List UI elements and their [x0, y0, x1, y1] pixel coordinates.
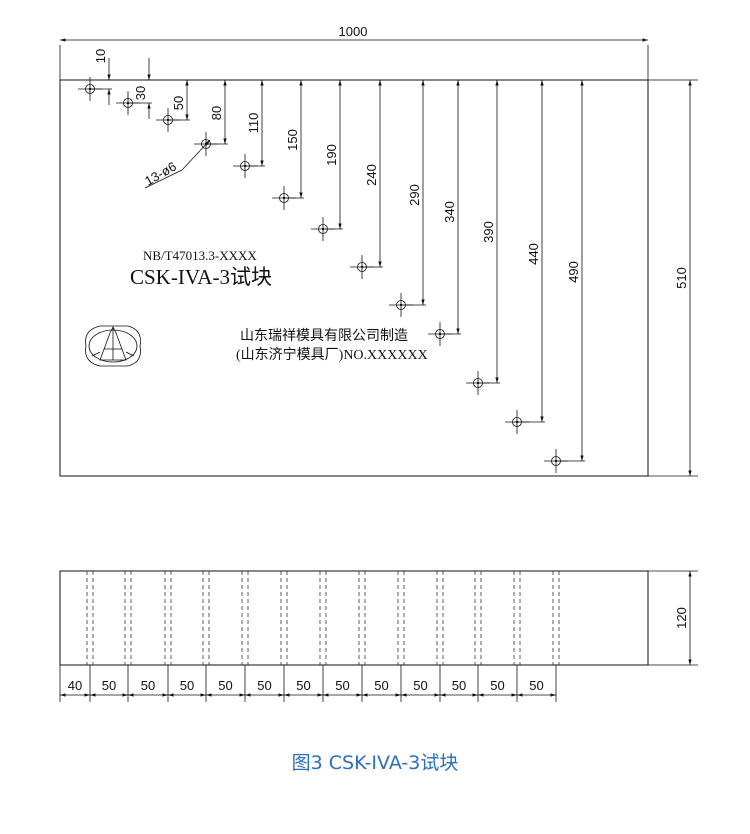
hole-dim-label-190: 190: [324, 144, 339, 166]
hole-240: [350, 255, 374, 279]
hole-dim-label-50: 50: [171, 96, 186, 110]
hole-110: [233, 154, 257, 178]
hole-spacing-dimensions: 40 50 50 50 50 50 50 50 50 50 50 50 50: [59, 665, 557, 702]
hole-depth-dimensions: 10 30 50 80 110 150 190 240 290 340 390 440 490: [90, 49, 585, 462]
spacing-dim-label-6: 50: [296, 678, 310, 693]
block-outline: [59, 79, 649, 477]
hole-390: [466, 371, 490, 395]
hole-dim-label-30: 30: [133, 86, 148, 100]
manufacturer-detail: (山东济宁模具厂)NO.XXXXXX: [236, 346, 428, 363]
hole-150: [272, 186, 296, 210]
figure-caption: 图3 CSK-IVA-3试块: [291, 752, 459, 774]
hole-dim-label-440: 440: [526, 243, 541, 265]
spacing-dim-label-12: 50: [529, 678, 543, 693]
hole-dim-label-340: 340: [442, 201, 457, 223]
hole-dim-label-390: 390: [481, 221, 496, 243]
hole-dim-label-490: 490: [566, 261, 581, 283]
hole-dim-label-110: 110: [246, 113, 261, 134]
spacing-dim-label-7: 50: [335, 678, 349, 693]
hole-10: [78, 77, 102, 101]
hole-340: [428, 322, 452, 346]
spacing-dim-label-10: 50: [452, 678, 466, 693]
hole-290: [389, 293, 413, 317]
width-dim-label: 1000: [339, 24, 368, 39]
top-view: 1000 510 10 30 50 80 110 150 190 240 290 340 390 44…: [59, 24, 698, 477]
thickness-dim-label: 120: [674, 607, 689, 629]
hole-dim-label-290: 290: [407, 184, 422, 206]
hole-30: [116, 91, 140, 115]
spacing-dim-label-3: 50: [180, 678, 194, 693]
manufacturer-name: 山东瑞祥模具有限公司制造: [240, 328, 408, 344]
side-hole-hidden-lines: [86, 571, 560, 665]
spacing-dim-label-4: 50: [218, 678, 232, 693]
hole-490: [544, 449, 568, 473]
standard-code: NB/T47013.3-XXXX: [143, 248, 257, 263]
hole-dim-label-240: 240: [364, 164, 379, 186]
hole-440: [505, 410, 529, 434]
hole-spec-label: 13-ø6: [142, 159, 179, 189]
side-drilled-holes: [78, 77, 568, 473]
spacing-dim-label-11: 50: [490, 678, 504, 693]
spacing-dim-label-2: 50: [141, 678, 155, 693]
height-dim-label: 510: [674, 267, 689, 289]
hole-dim-label-150: 150: [285, 129, 300, 151]
hole-190: [311, 217, 335, 241]
spacing-dim-label-1: 50: [102, 678, 116, 693]
side-outline: [59, 570, 649, 666]
hole-dim-label-10: 10: [93, 49, 108, 63]
block-name: CSK-IVA-3试块: [130, 265, 272, 289]
side-view: 120 40 50 50 50 50 50 50 50 50 50 50 50 50: [59, 570, 698, 702]
spacing-dim-label-8: 50: [374, 678, 388, 693]
spacing-dim-label-9: 50: [413, 678, 427, 693]
hole-dim-label-80: 80: [209, 106, 224, 120]
manufacturer-logo: [85, 325, 141, 367]
spacing-dim-label-0: 40: [68, 678, 82, 693]
hole-spec-leader: [144, 169, 183, 189]
spacing-dim-label-5: 50: [257, 678, 271, 693]
hole-50: [156, 108, 180, 132]
hole-spec-arrow: [181, 139, 211, 171]
